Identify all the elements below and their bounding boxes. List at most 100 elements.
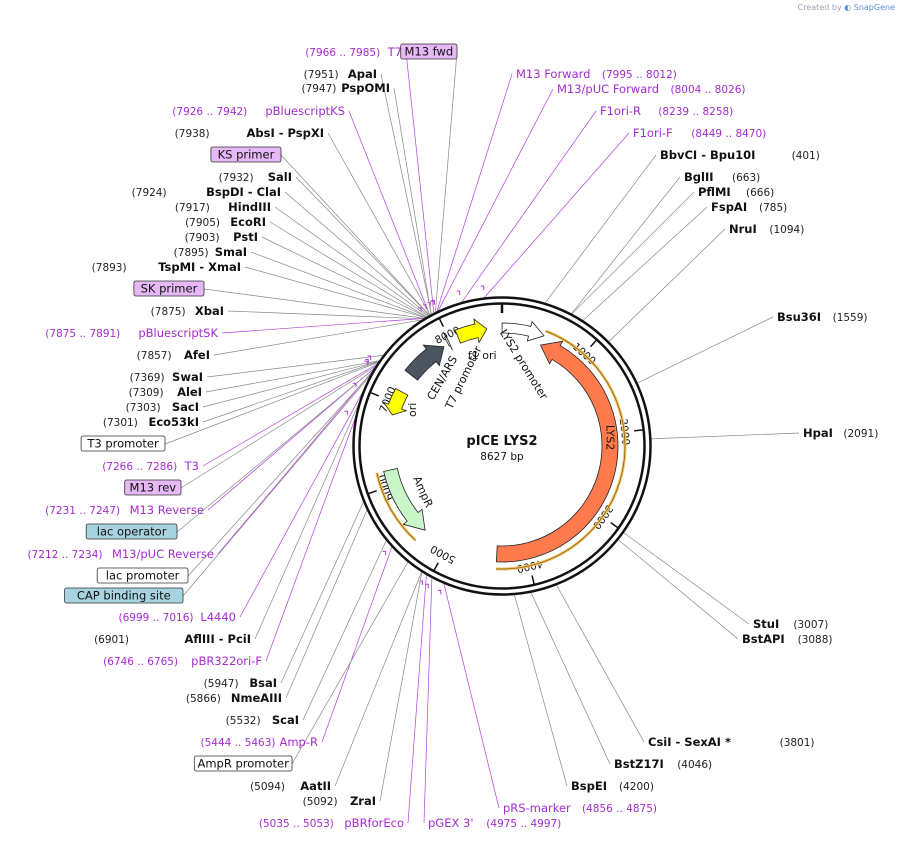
label-pbluescriptks[interactable]: pBluescriptKS(7926 .. 7942): [172, 104, 345, 118]
label-name: M13/pUC Forward: [557, 82, 659, 96]
leader-line: [636, 316, 774, 384]
label-bspei[interactable]: BspEI(4200): [571, 779, 654, 793]
feature-f1-ori[interactable]: [454, 318, 488, 344]
ampr-highlight-line: [376, 472, 416, 541]
label-name: F1ori-R: [600, 104, 641, 118]
label-m13-fwd[interactable]: M13 fwd: [400, 43, 458, 60]
feature-lys2-promoter[interactable]: [501, 320, 545, 342]
label-bglii[interactable]: BglII(663): [684, 170, 760, 184]
label-lac-promoter[interactable]: lac promoter: [96, 567, 189, 584]
credit-brand: SnapGene: [853, 3, 895, 12]
label-text: SK primer: [141, 282, 198, 296]
label-saci[interactable]: SacI(7303): [126, 400, 199, 414]
label-pflmi[interactable]: PflMI(666): [698, 185, 774, 199]
label-ecori[interactable]: EcoRI(7905): [185, 215, 266, 229]
leader-line: [221, 317, 426, 334]
label-box: [85, 523, 178, 540]
label-box: [210, 146, 282, 163]
leader-line: [261, 236, 428, 318]
label-l4440[interactable]: L4440(6999 .. 7016): [119, 610, 237, 624]
label-amp-r[interactable]: Amp-R(5444 .. 5463): [201, 735, 319, 749]
label-bstapi[interactable]: BstAPI(3088): [742, 632, 833, 646]
label-t7[interactable]: T7(7966 .. 7985): [305, 45, 402, 59]
label-ampr-promoter[interactable]: AmpR promoter: [193, 755, 293, 772]
label-position: (8004 .. 8026): [671, 84, 746, 96]
label-m13-puc-reverse[interactable]: M13/pUC Reverse(7212 .. 7234): [28, 547, 215, 561]
feature-ori[interactable]: [382, 387, 409, 416]
label-text: CAP binding site: [77, 589, 171, 603]
leader-line: [348, 110, 431, 316]
label-nmeaiii[interactable]: NmeAIII(5866): [186, 691, 282, 705]
leader-line: [254, 399, 361, 640]
leader-line: [407, 574, 427, 824]
label-bbvci-bpu10i[interactable]: BbvCI - Bpu10I(401): [660, 148, 820, 162]
label-zrai[interactable]: ZraI(5092): [303, 794, 376, 808]
label-pbr322ori-f[interactable]: pBR322ori-F(6746 .. 6765): [103, 654, 262, 668]
label-t3-promoter[interactable]: T3 promoter: [80, 435, 166, 452]
label-nrui[interactable]: NruI(1094): [729, 222, 804, 236]
label-bspdi-clai[interactable]: BspDI - ClaI(7924): [132, 185, 281, 199]
label-f1ori-r[interactable]: F1ori-R(8239 .. 8258): [600, 104, 733, 118]
label-bsai[interactable]: BsaI(5947): [204, 676, 277, 690]
label-position: (7951): [304, 69, 339, 81]
label-position: (5444 .. 5463): [201, 737, 276, 749]
label-cap-binding-site[interactable]: CAP binding site: [64, 587, 184, 604]
label-scai[interactable]: ScaI(5532): [226, 713, 299, 727]
label-m13-rev[interactable]: M13 rev: [124, 479, 182, 496]
label-bsu36i[interactable]: Bsu36I(1559): [777, 310, 868, 324]
label-position: (663): [732, 172, 760, 184]
label-absi-pspxi[interactable]: AbsI - PspXI(7938): [175, 126, 324, 140]
label-hpai[interactable]: HpaI(2091): [803, 426, 878, 440]
label-position: (7231 .. 7247): [45, 505, 120, 517]
label-m13-forward[interactable]: M13 Forward(7995 .. 8012): [516, 67, 677, 81]
label-sali[interactable]: SalI(7932): [219, 170, 292, 184]
label-sk-primer[interactable]: SK primer: [133, 280, 205, 297]
primer-mark: [344, 410, 348, 416]
label-prs-marker[interactable]: pRS-marker(4856 .. 4875): [503, 801, 657, 815]
label-xbai[interactable]: XbaI(7875): [151, 304, 224, 318]
label-swai[interactable]: SwaI(7369): [130, 370, 203, 384]
label-lac-operator[interactable]: lac operator: [85, 523, 178, 540]
label-m13-reverse[interactable]: M13 Reverse(7231 .. 7247): [45, 503, 204, 517]
leader-line: [571, 191, 695, 315]
label-position: (5092): [303, 796, 338, 808]
leader-line: [650, 432, 800, 440]
feature-t7-promoter[interactable]: [442, 332, 453, 351]
feature-ampr[interactable]: [383, 467, 426, 531]
label-apai[interactable]: ApaI(7951): [304, 67, 377, 81]
label-name: EcoRI: [230, 215, 266, 229]
label-csii-sexai[interactable]: CsiI - SexAI *(3801): [648, 735, 815, 749]
label-bstz17i[interactable]: BstZ17I(4046): [614, 757, 712, 771]
label-afliii-pcii[interactable]: AflIII - PciI(6901): [94, 632, 251, 646]
label-t3[interactable]: T3(7266 .. 7286): [102, 459, 199, 473]
primer-mark: [364, 360, 368, 366]
leader-line: [206, 354, 384, 378]
label-position: (7266 .. 7286): [102, 461, 177, 473]
label-smai[interactable]: SmaI(7895): [174, 245, 247, 259]
feature-lys2[interactable]: [495, 340, 619, 563]
label-aatii[interactable]: AatII(5094): [250, 779, 331, 793]
label-name: AfeI: [184, 348, 210, 362]
label-pbluescriptsk[interactable]: pBluescriptSK(7875 .. 7891): [45, 326, 218, 340]
label-ks-primer[interactable]: KS primer: [210, 146, 282, 163]
label-stui[interactable]: StuI(3007): [753, 617, 828, 631]
label-pgex-3[interactable]: pGEX 3'(4975 .. 4997): [428, 816, 561, 830]
label-alei[interactable]: AleI(7309): [129, 385, 202, 399]
leader-line: [334, 571, 423, 787]
primer-mark: [419, 580, 423, 586]
label-fspai[interactable]: FspAI(785): [711, 200, 787, 214]
label-hindiii[interactable]: HindIII(7917): [175, 200, 271, 214]
label-name: L4440: [200, 610, 236, 624]
leader-line: [265, 415, 357, 662]
leader-line: [180, 365, 377, 489]
label-pspomi[interactable]: PspOMI(7947): [301, 81, 390, 95]
label-tspmi-xmai[interactable]: TspMI - XmaI(7893): [92, 260, 241, 274]
label-pbrforeco[interactable]: pBRforEco(5035 .. 5053): [259, 816, 404, 830]
label-m13-puc-forward[interactable]: M13/pUC Forward (8004 .. 8026): [557, 82, 746, 96]
backbone-outer-circle: [352, 296, 652, 596]
label-f1ori-f[interactable]: F1ori-F(8449 .. 8470): [633, 126, 766, 140]
label-afei[interactable]: AfeI(7857): [137, 348, 210, 362]
label-psti[interactable]: PstI(7903): [185, 230, 258, 244]
label-eco53ki[interactable]: Eco53kI(7301): [103, 415, 199, 429]
feature-cen-ars[interactable]: [404, 344, 445, 381]
